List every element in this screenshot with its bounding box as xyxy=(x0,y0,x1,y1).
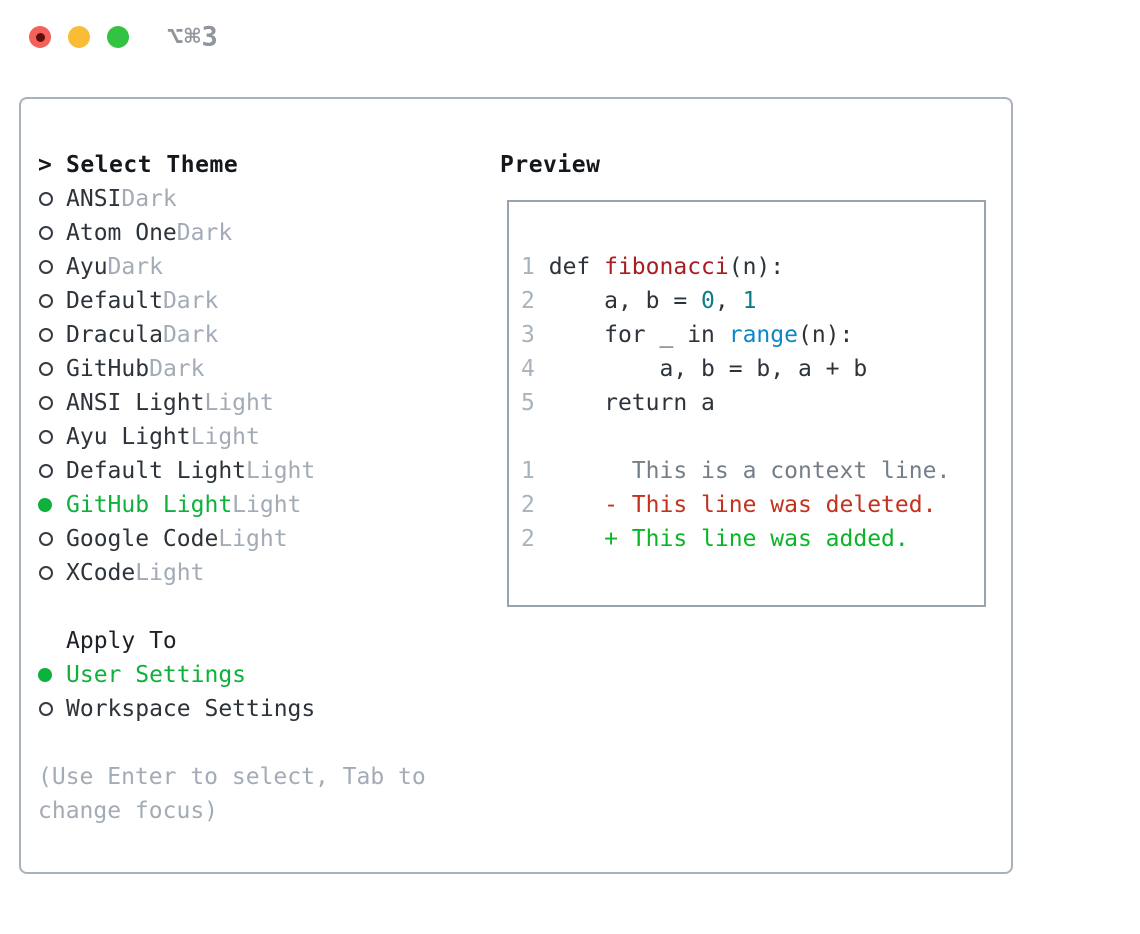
line-number: 2 xyxy=(521,526,535,552)
theme-option-variant: Light xyxy=(246,458,316,484)
cursor-icon: > xyxy=(38,152,52,178)
theme-option-variant: Dark xyxy=(107,254,163,280)
theme-option-name: Default Light xyxy=(66,458,247,484)
theme-option-variant: Light xyxy=(204,390,274,416)
theme-option[interactable]: GitHub Dark xyxy=(38,352,458,386)
apply-to-option-name: Workspace Settings xyxy=(66,696,316,722)
theme-option-variant: Light xyxy=(190,424,260,450)
code-token: - This line was deleted. xyxy=(548,492,937,518)
code-token: , xyxy=(714,288,743,314)
code-token: return a xyxy=(548,390,715,416)
theme-option-variant: Dark xyxy=(162,288,219,314)
help-text: (Use Enter to select, Tab to change focu… xyxy=(38,764,426,824)
radio-unselected-icon xyxy=(39,464,53,478)
theme-option[interactable]: Dracula Dark xyxy=(38,318,458,352)
theme-option-variant: Dark xyxy=(176,220,233,246)
close-button[interactable] xyxy=(29,26,51,48)
spacer xyxy=(38,590,458,624)
theme-option-name: GitHub Light xyxy=(66,492,233,518)
code-token: for _ in xyxy=(548,322,729,348)
theme-option-name: ANSI xyxy=(66,186,122,212)
theme-option[interactable]: Atom One Dark xyxy=(38,216,458,250)
theme-option-variant: Light xyxy=(218,526,288,552)
theme-option-name: Ayu Light xyxy=(66,424,191,450)
window-shortcut-label: ⌥⌘3 xyxy=(167,21,219,53)
radio-unselected-icon xyxy=(39,566,53,580)
line-number: 2 xyxy=(521,492,535,518)
line-number: 1 xyxy=(521,458,535,484)
theme-option[interactable]: Default Light Light xyxy=(38,454,458,488)
theme-option-name: ANSI Light xyxy=(66,390,205,416)
apply-to-header: Apply To xyxy=(38,624,458,658)
theme-option-name: Default xyxy=(66,288,163,314)
radio-selected-icon xyxy=(38,668,52,682)
radio-unselected-icon xyxy=(39,532,53,546)
theme-option-name: Dracula xyxy=(66,322,163,348)
radio-unselected-icon xyxy=(39,430,53,444)
code-token: 0 xyxy=(701,288,715,314)
spacer xyxy=(38,726,458,760)
theme-option[interactable]: GitHub Light Light xyxy=(38,488,458,522)
code-token: a, b = b, a + b xyxy=(548,356,868,382)
code-token: (n): xyxy=(797,322,854,348)
theme-option-name: XCode xyxy=(66,560,136,586)
zoom-button[interactable] xyxy=(107,26,129,48)
radio-unselected-icon xyxy=(39,294,53,308)
theme-option[interactable]: Ayu Dark xyxy=(38,250,458,284)
code-token: 1 xyxy=(742,288,757,314)
radio-unselected-icon xyxy=(39,226,53,240)
theme-option-name: GitHub xyxy=(66,356,150,382)
preview-box: 1 def fibonacci(n): 2 a, b = 0, 1 3 for … xyxy=(507,200,986,607)
theme-option-name: Google Code xyxy=(66,526,219,552)
theme-option[interactable]: Google Code Light xyxy=(38,522,458,556)
line-number: 5 xyxy=(521,390,535,416)
theme-picker-title: Select Theme xyxy=(66,152,239,178)
code-token: range xyxy=(728,322,798,348)
theme-option[interactable]: ANSI Light Light xyxy=(38,386,458,420)
preview-title: Preview xyxy=(500,152,601,178)
code-token: def xyxy=(548,254,605,280)
theme-option-name: Atom One xyxy=(66,220,177,246)
radio-unselected-icon xyxy=(39,702,53,716)
theme-option-variant: Dark xyxy=(149,356,205,382)
radio-unselected-icon xyxy=(39,396,53,410)
titlebar: ⌥⌘3 xyxy=(0,0,1140,97)
minimize-button[interactable] xyxy=(68,26,90,48)
theme-option-variant: Light xyxy=(135,560,205,586)
theme-picker-header: > Select Theme xyxy=(38,148,458,182)
apply-to-option[interactable]: Workspace Settings xyxy=(38,692,458,726)
apply-to-option[interactable]: User Settings xyxy=(38,658,458,692)
radio-unselected-icon xyxy=(39,260,53,274)
theme-option-name: Ayu xyxy=(66,254,108,280)
theme-option[interactable]: Ayu Light Light xyxy=(38,420,458,454)
code-token: (n): xyxy=(728,254,785,280)
radio-selected-icon xyxy=(38,498,52,512)
apply-to-option-name: User Settings xyxy=(66,662,247,688)
radio-unselected-icon xyxy=(39,328,53,342)
theme-option-variant: Dark xyxy=(162,322,219,348)
theme-option[interactable]: Default Dark xyxy=(38,284,458,318)
radio-unselected-icon xyxy=(39,192,53,206)
close-dot-icon xyxy=(35,32,45,42)
line-number: 1 xyxy=(521,254,535,280)
code-token: This is a context line. xyxy=(548,458,951,484)
apply-to-title: Apply To xyxy=(66,628,177,654)
code-token: a, b = xyxy=(548,288,702,314)
code-token: + This line was added. xyxy=(548,526,909,552)
line-number: 2 xyxy=(521,288,535,314)
line-number: 3 xyxy=(521,322,535,348)
theme-option-variant: Light xyxy=(232,492,302,518)
theme-option-variant: Dark xyxy=(121,186,177,212)
code-preview: 1 def fibonacci(n): 2 a, b = 0, 1 3 for … xyxy=(509,202,984,556)
theme-option[interactable]: ANSI Dark xyxy=(38,182,458,216)
theme-option[interactable]: XCode Light xyxy=(38,556,458,590)
line-number: 4 xyxy=(521,356,535,382)
code-token: fibonacci xyxy=(604,254,729,280)
radio-unselected-icon xyxy=(39,362,53,376)
